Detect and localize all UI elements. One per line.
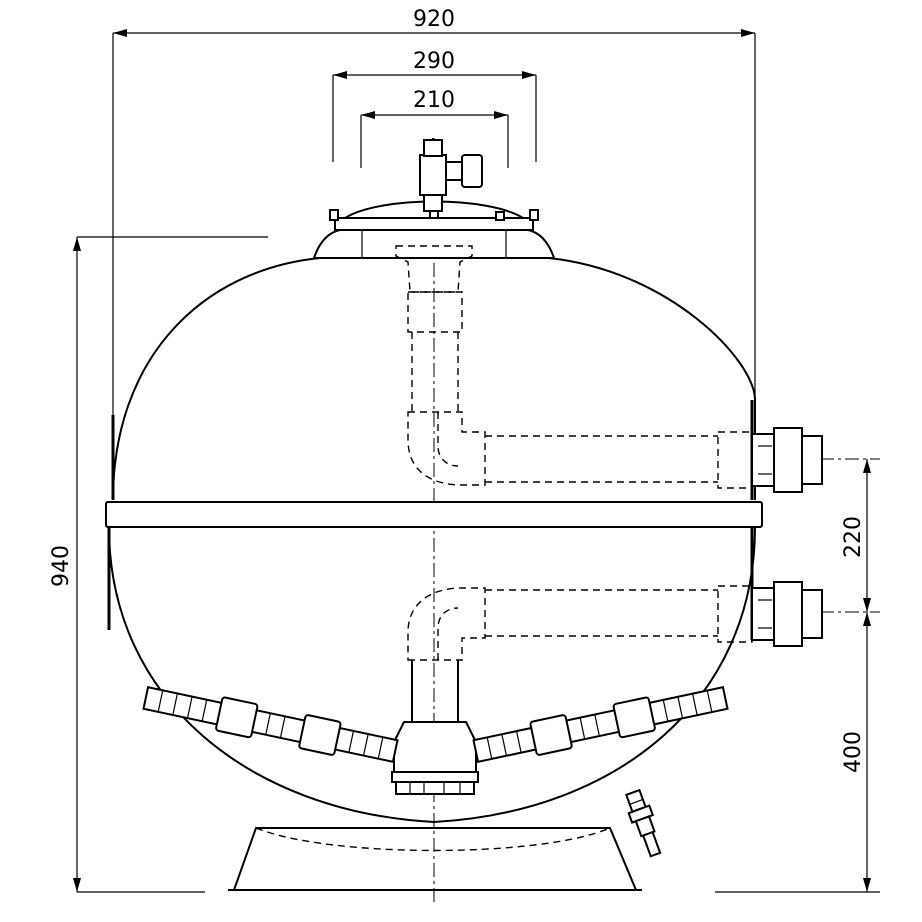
dim-label-290: 290	[413, 49, 455, 74]
tank-stand	[228, 827, 642, 891]
lateral-arm-right	[472, 686, 729, 763]
drain-valve	[625, 788, 662, 858]
upper-port	[751, 427, 823, 493]
middle-flange	[105, 501, 763, 528]
dim-label-920: 920	[413, 7, 455, 32]
dim-label-940: 940	[49, 545, 74, 587]
dim-label-210: 210	[413, 88, 455, 113]
dim-top-flange-inner: 210	[360, 88, 509, 168]
collector-hub	[391, 721, 479, 795]
inlet-diffuser	[395, 245, 473, 412]
lower-port	[751, 581, 823, 647]
dim-label-400: 400	[841, 731, 866, 773]
dim-top-flange-outer: 290	[332, 49, 537, 162]
top-lid	[312, 138, 556, 259]
dim-label-220: 220	[841, 516, 866, 558]
lateral-arm-left	[142, 686, 399, 763]
upper-pipe	[407, 411, 753, 489]
dim-overall-height: 940	[49, 236, 268, 893]
dim-overall-width: 920	[112, 7, 756, 415]
dim-port-spacing: 220	[820, 458, 880, 613]
dim-lower-port-height: 400	[715, 612, 880, 893]
